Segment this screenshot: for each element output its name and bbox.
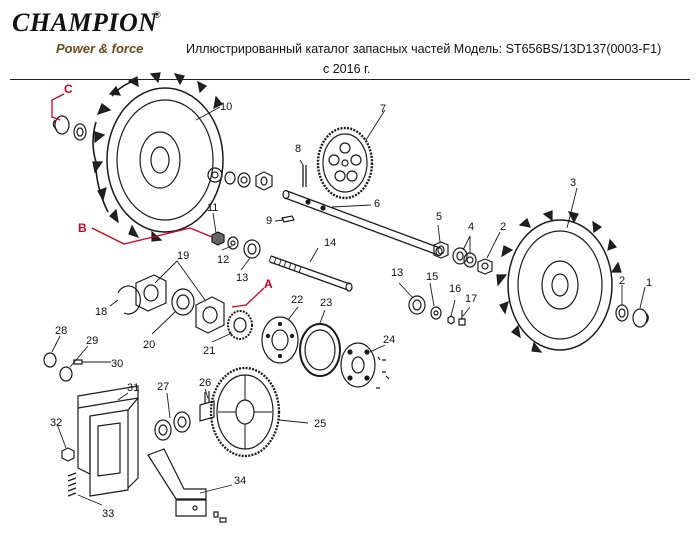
bearing-pair — [154, 411, 191, 441]
right-wheel — [496, 210, 622, 353]
part-number-17: 17 — [465, 293, 477, 305]
catalog-subtitle: с 2016 г. — [323, 62, 371, 76]
part-number-4: 4 — [468, 221, 474, 233]
brand-logo: CHAMPION — [12, 8, 158, 37]
bushing-and-bolt — [59, 359, 83, 382]
part-number-12: 12 — [217, 254, 229, 266]
part-number-30: 30 — [111, 358, 123, 370]
right-axle-hardware — [433, 241, 493, 275]
bearing-flange-left — [135, 274, 167, 312]
part-number-22: 22 — [291, 294, 303, 306]
part-number-25: 25 — [314, 418, 326, 430]
part-number-27: 27 — [157, 381, 169, 393]
registered-mark: ® — [154, 10, 161, 20]
shift-bracket — [147, 448, 227, 523]
part-number-21: 21 — [203, 345, 215, 357]
part-number-19: 19 — [177, 250, 189, 262]
part-number-2a: 2 — [500, 221, 506, 233]
left-axle-hardware — [207, 167, 273, 191]
part-number-14: 14 — [324, 237, 336, 249]
part-number-9: 9 — [266, 215, 272, 227]
part-number-3: 3 — [570, 177, 576, 189]
drive-plate — [209, 366, 281, 458]
brand-tagline: Power & force — [56, 41, 144, 56]
part-number-6: 6 — [374, 198, 380, 210]
spring — [67, 472, 77, 497]
hex-shaft — [199, 391, 215, 422]
part-number-29: 29 — [86, 335, 98, 347]
left-wheel-pin — [52, 115, 87, 141]
part-number-15: 15 — [426, 271, 438, 283]
lock-nut — [61, 447, 75, 462]
part-number-23: 23 — [320, 297, 332, 309]
part-number-18: 18 — [95, 306, 107, 318]
left-wheel — [92, 72, 224, 242]
axle-shaft — [282, 189, 443, 257]
part-number-11: 11 — [207, 202, 218, 214]
callout-label-a: A — [264, 277, 273, 291]
washer — [43, 352, 57, 368]
friction-disc-hub — [261, 316, 299, 364]
snap-ring — [117, 285, 142, 315]
part-number-1: 1 — [646, 277, 652, 289]
part-number-10: 10 — [220, 101, 232, 113]
header-divider — [10, 79, 690, 80]
right-wheel-pin — [615, 304, 649, 328]
callout-label-b: B — [78, 221, 87, 235]
catalog-title: Иллюстрированный каталог запасных частей… — [186, 42, 662, 56]
bearing — [171, 288, 195, 316]
part-number-7: 7 — [380, 103, 386, 115]
part-number-31: 31 — [127, 382, 139, 394]
support-frame — [77, 385, 139, 497]
friction-wheel-rubber — [299, 323, 341, 377]
threaded-shaft — [268, 255, 353, 292]
shaft-bearing-set-left — [211, 231, 261, 259]
callout-lines — [51, 93, 265, 308]
shaft-bearing-set-right — [408, 295, 466, 326]
part-number-2b: 2 — [619, 275, 625, 287]
friction-plate — [340, 342, 390, 389]
drive-gear — [316, 126, 374, 200]
bearing-flange-right — [195, 296, 225, 334]
hex-hub — [227, 310, 253, 340]
part-number-32: 32 — [50, 417, 62, 429]
part-number-28: 28 — [55, 325, 67, 337]
part-number-13b: 13 — [391, 267, 403, 279]
part-number-34: 34 — [234, 475, 246, 487]
callout-label-c: C — [64, 82, 73, 96]
leader-lines — [51, 106, 646, 506]
page-header: CHAMPION ® Power & force Иллюстрированны… — [0, 0, 700, 80]
part-number-8: 8 — [295, 143, 301, 155]
part-number-16: 16 — [449, 283, 461, 295]
part-number-20: 20 — [143, 339, 155, 351]
part-number-13a: 13 — [236, 272, 248, 284]
spring-pin — [302, 165, 307, 187]
woodruff-key — [281, 215, 295, 223]
part-number-24: 24 — [383, 334, 395, 346]
part-number-26: 26 — [199, 377, 211, 389]
part-number-33: 33 — [102, 508, 114, 520]
part-number-5: 5 — [436, 211, 442, 223]
